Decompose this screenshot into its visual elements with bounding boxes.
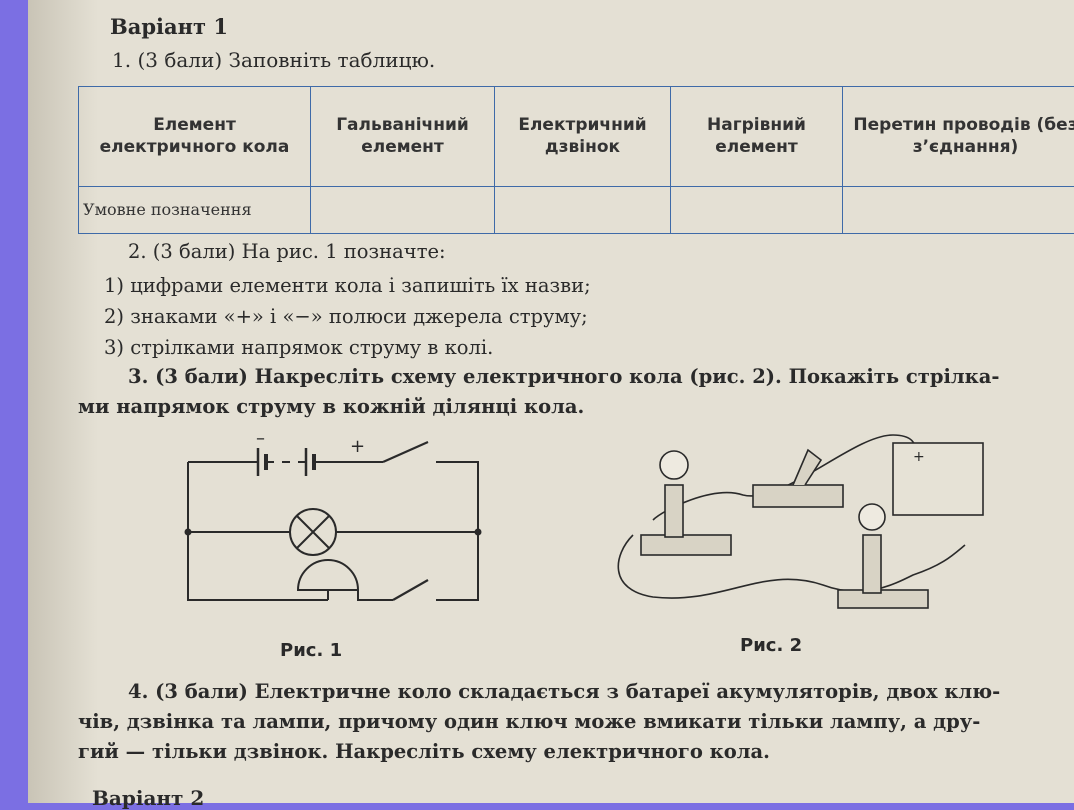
empty-answer-cell[interactable] [843, 187, 1074, 234]
wire-top-right [436, 462, 478, 532]
figure-2-apparatus: + [593, 425, 1074, 625]
variant-title: Варіант 1 [110, 14, 228, 39]
minus-label: – [256, 428, 265, 449]
task-4-text-line: гий — тільки дзвінок. Накресліть схему е… [78, 740, 770, 763]
table-row-label: Умовне позначення [79, 187, 311, 234]
junction-dot [475, 529, 482, 536]
table-header-row: Елемент електричного кола Гальванічний е… [79, 87, 1074, 187]
task-4-text-line: 4. (3 бали) Електричне коло складається … [128, 680, 1000, 703]
bell-symbol [298, 560, 358, 600]
task-1-text: 1. (3 бали) Заповніть таблицю. [112, 48, 435, 72]
figure-2-caption: Рис. 2 [740, 635, 802, 656]
task-3-text-line: ми напрямок струму в кожній ділянці кола… [78, 395, 584, 418]
task-2-title: 2. (3 бали) На рис. 1 позначте: [128, 240, 446, 263]
junction-dot [185, 529, 192, 536]
lamp-holder [665, 485, 683, 537]
empty-answer-cell[interactable] [671, 187, 843, 234]
battery-plus-label: + [913, 449, 925, 465]
task-2-item: 1) цифрами елементи кола і запишіть їх н… [104, 274, 591, 297]
table-header-cell: Елемент електричного кола [79, 87, 311, 187]
lamp-bulb [660, 451, 688, 479]
empty-answer-cell[interactable] [495, 187, 671, 234]
switch-base [753, 485, 843, 507]
task-4-text-line: чів, дзвінка та лампи, причому один ключ… [78, 710, 980, 733]
task-2-item: 2) знаками «+» і «−» полюси джерела стру… [104, 305, 588, 328]
lamp-cross [297, 516, 329, 548]
task-3-text-line: 3. (3 бали) Накресліть схему електричног… [128, 365, 999, 388]
switch-lever [393, 580, 428, 600]
table-header-cell: Нагрівний елемент [671, 87, 843, 187]
next-variant-title: Варіант 2 [92, 786, 204, 810]
lamp-base [641, 535, 731, 555]
plus-label: + [350, 436, 365, 457]
task-2-item: 3) стрілками напрямок струму в колі. [104, 336, 493, 359]
figure-1-caption: Рис. 1 [280, 640, 342, 661]
lamp-bulb [859, 504, 885, 530]
symbols-table: Елемент електричного кола Гальванічний е… [78, 86, 1074, 234]
empty-answer-cell[interactable] [311, 187, 495, 234]
switch-lever [383, 442, 428, 462]
table-header-cell: Електричний дзвінок [495, 87, 671, 187]
table-header-cell: Гальванічний елемент [311, 87, 495, 187]
lamp-holder [863, 535, 881, 593]
textbook-page: Варіант 1 1. (3 бали) Заповніть таблицю.… [28, 0, 1074, 803]
table-header-cell: Перетин проводів (без з’єднання) [843, 87, 1074, 187]
switch-knife [793, 450, 821, 485]
battery-box [893, 443, 983, 515]
wire-bottom-right [436, 532, 478, 600]
figure-1-circuit: – + [178, 430, 498, 620]
lamp-base [838, 590, 928, 608]
table-row: Умовне позначення [79, 187, 1074, 234]
wire-bell-right [358, 590, 393, 600]
